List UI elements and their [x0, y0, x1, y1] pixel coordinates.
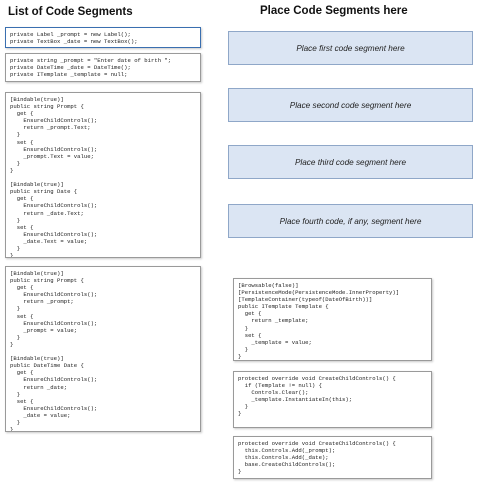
- drop-slot-2[interactable]: Place second code segment here: [228, 88, 473, 122]
- code-segment-1[interactable]: private Label _prompt = new Label(); pri…: [5, 27, 201, 48]
- code-segment-4[interactable]: [Bindable(true)] public string Prompt { …: [5, 266, 201, 432]
- code-segment-6[interactable]: protected override void CreateChildContr…: [233, 371, 432, 428]
- code-segment-7[interactable]: protected override void CreateChildContr…: [233, 436, 432, 479]
- code-segment-5[interactable]: [Browsable(false)] [PersistenceMode(Pers…: [233, 278, 432, 361]
- drop-slot-4[interactable]: Place fourth code, if any, segment here: [228, 204, 473, 238]
- code-segment-2[interactable]: private string _prompt = "Enter date of …: [5, 53, 201, 82]
- place-heading: Place Code Segments here: [260, 5, 408, 17]
- drop-slot-3[interactable]: Place third code segment here: [228, 145, 473, 179]
- code-segment-3[interactable]: [Bindable(true)] public string Prompt { …: [5, 92, 201, 258]
- list-heading: List of Code Segments: [8, 6, 133, 18]
- drop-slot-1[interactable]: Place first code segment here: [228, 31, 473, 65]
